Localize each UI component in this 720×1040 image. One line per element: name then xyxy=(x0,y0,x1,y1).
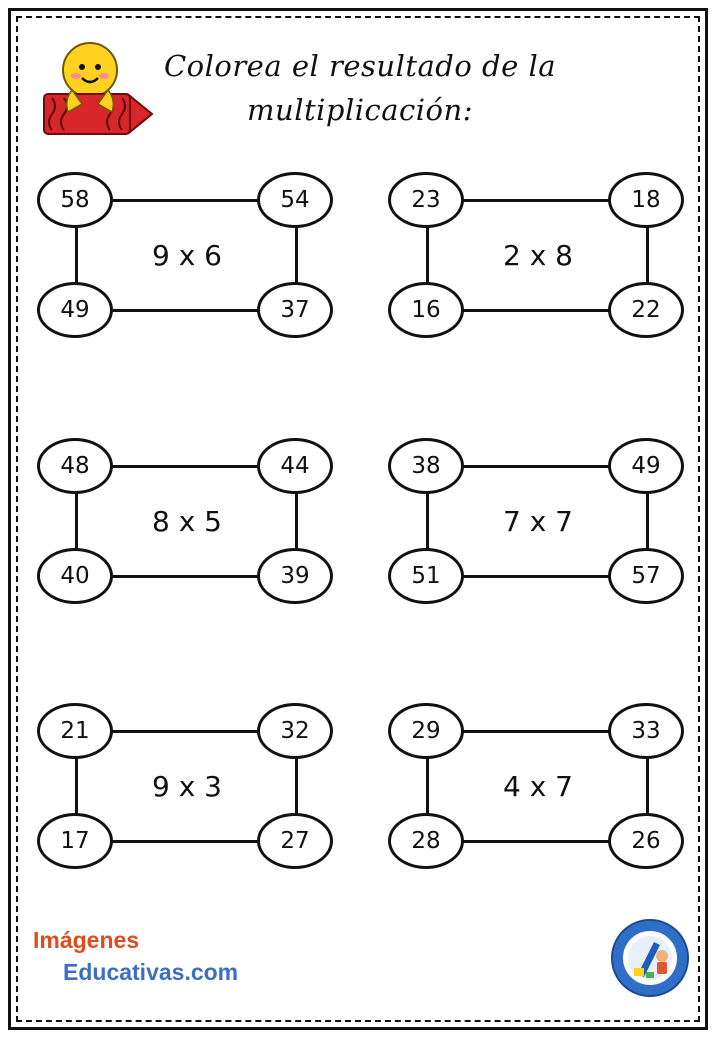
answer-bubble[interactable]: 57 xyxy=(608,548,684,604)
connector-line xyxy=(76,840,298,843)
answer-bubble[interactable]: 39 xyxy=(257,548,333,604)
multiplication-operation: 9 x 6 xyxy=(152,239,222,272)
exercise-card: 48 44 40 39 8 x 5 xyxy=(36,436,338,608)
multiplication-operation: 4 x 7 xyxy=(503,770,573,803)
connector-line xyxy=(427,575,649,578)
answer-bubble[interactable]: 38 xyxy=(388,438,464,494)
answer-bubble[interactable]: 23 xyxy=(388,172,464,228)
answer-bubble[interactable]: 32 xyxy=(257,703,333,759)
answer-bubble[interactable]: 51 xyxy=(388,548,464,604)
answer-bubble[interactable]: 48 xyxy=(37,438,113,494)
connector-line xyxy=(427,309,649,312)
multiplication-operation: 9 x 3 xyxy=(152,770,222,803)
connector-line xyxy=(75,466,78,576)
brand-line-2: Educativas.com xyxy=(63,959,239,985)
multiplication-operation: 8 x 5 xyxy=(152,505,222,538)
connector-line xyxy=(426,200,429,310)
connector-line xyxy=(75,731,78,841)
answer-bubble[interactable]: 29 xyxy=(388,703,464,759)
answer-bubble[interactable]: 16 xyxy=(388,282,464,338)
exercise-card: 29 33 28 26 4 x 7 xyxy=(387,701,689,873)
connector-line xyxy=(295,466,298,576)
answer-bubble[interactable]: 40 xyxy=(37,548,113,604)
answer-bubble[interactable]: 18 xyxy=(608,172,684,228)
worksheet-title: Colorea el resultado de la multiplicació… xyxy=(150,44,570,132)
answer-bubble[interactable]: 54 xyxy=(257,172,333,228)
connector-line xyxy=(427,199,649,202)
multiplication-operation: 7 x 7 xyxy=(503,505,573,538)
connector-line xyxy=(295,731,298,841)
answer-bubble[interactable]: 49 xyxy=(608,438,684,494)
connector-line xyxy=(426,731,429,841)
page-dashed-border xyxy=(16,16,700,1022)
answer-bubble[interactable]: 17 xyxy=(37,813,113,869)
connector-line xyxy=(646,200,649,310)
crayon-mascot-icon xyxy=(43,42,154,135)
connector-line xyxy=(646,731,649,841)
connector-line xyxy=(76,575,298,578)
page-border xyxy=(8,8,708,1030)
answer-bubble[interactable]: 33 xyxy=(608,703,684,759)
answer-bubble[interactable]: 44 xyxy=(257,438,333,494)
imageneseducativas-badge-icon xyxy=(611,919,689,997)
exercise-card: 58 54 49 37 9 x 6 xyxy=(36,170,338,342)
connector-line xyxy=(75,200,78,310)
answer-bubble[interactable]: 21 xyxy=(37,703,113,759)
connector-line xyxy=(76,199,298,202)
connector-line xyxy=(646,466,649,576)
exercise-card: 21 32 17 27 9 x 3 xyxy=(36,701,338,873)
connector-line xyxy=(76,465,298,468)
answer-bubble[interactable]: 22 xyxy=(608,282,684,338)
brand-line-1: Imágenes xyxy=(33,927,140,953)
answer-bubble[interactable]: 37 xyxy=(257,282,333,338)
exercise-card: 38 49 51 57 7 x 7 xyxy=(387,436,689,608)
exercise-card: 23 18 16 22 2 x 8 xyxy=(387,170,689,342)
title-line-1: Colorea el resultado de la xyxy=(163,49,557,83)
connector-line xyxy=(427,840,649,843)
answer-bubble[interactable]: 58 xyxy=(37,172,113,228)
connector-line xyxy=(76,309,298,312)
connector-line xyxy=(427,730,649,733)
connector-line xyxy=(295,200,298,310)
brand-logo: Imágenes Educativas.com xyxy=(33,924,238,988)
connector-line xyxy=(76,730,298,733)
answer-bubble[interactable]: 27 xyxy=(257,813,333,869)
multiplication-operation: 2 x 8 xyxy=(503,239,573,272)
answer-bubble[interactable]: 49 xyxy=(37,282,113,338)
title-line-2: multiplicación: xyxy=(247,93,473,127)
answer-bubble[interactable]: 26 xyxy=(608,813,684,869)
answer-bubble[interactable]: 28 xyxy=(388,813,464,869)
connector-line xyxy=(426,466,429,576)
connector-line xyxy=(427,465,649,468)
